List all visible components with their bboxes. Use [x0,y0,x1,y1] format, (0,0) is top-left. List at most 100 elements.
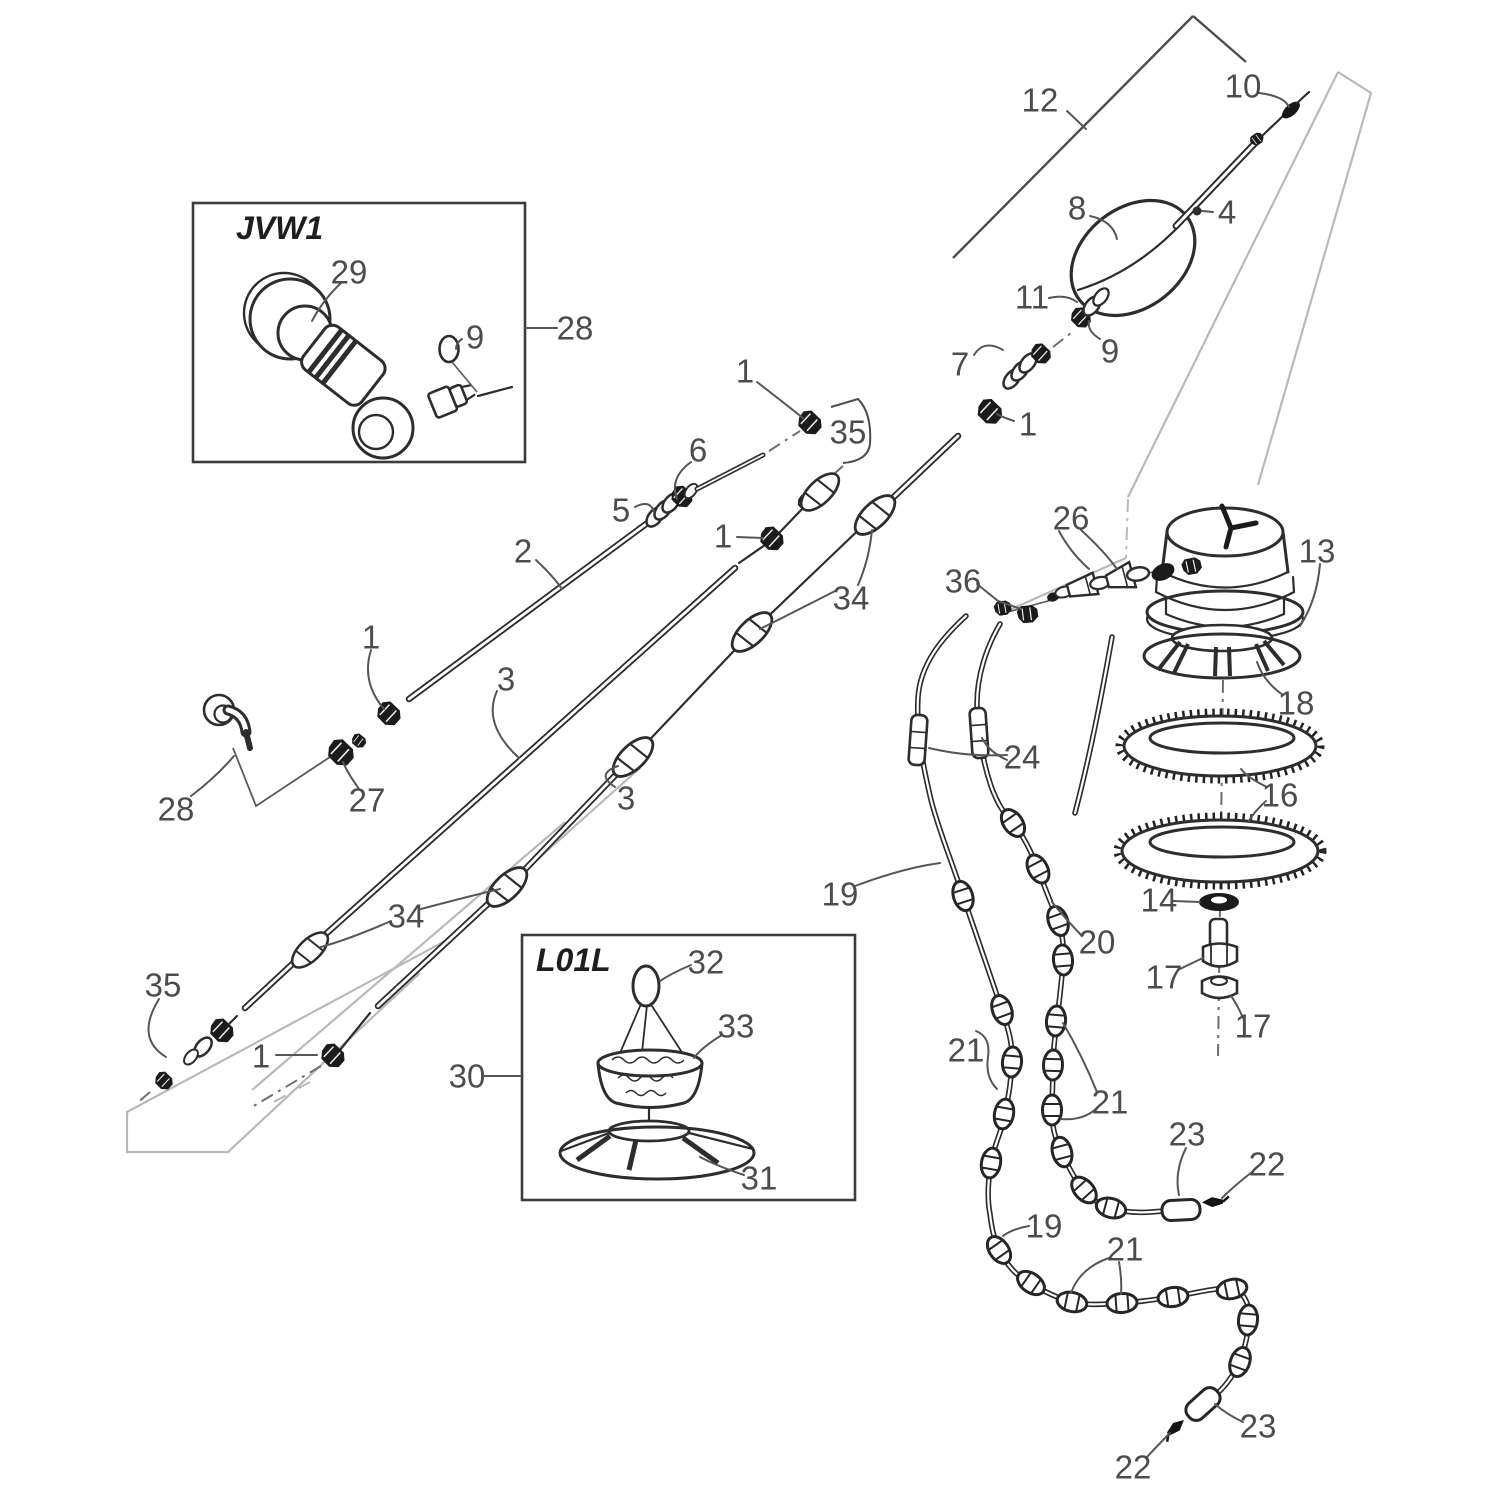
nozzle-body-21 [1021,849,1055,889]
callout-8-2: 8 [1068,190,1086,227]
callout-28-25: 28 [158,791,195,828]
nozzle-body-21 [1104,1290,1140,1316]
skirt-31 [558,1125,756,1181]
barb-tail [476,385,514,398]
nozzle-body-21 [947,877,979,915]
coupler-24 [967,706,991,760]
connector-34 [724,604,780,660]
callout-1-11: 1 [736,353,754,390]
skirt-top [607,1119,691,1143]
pedestal-skirt [1142,632,1302,680]
boom-outline-inner [251,821,566,1091]
callout-12-0: 12 [1022,82,1059,119]
leader-1-left [367,649,385,710]
nozzle-body-21 [986,991,1018,1029]
nozzle-body-21 [1041,1048,1065,1082]
callout-10-1: 10 [1225,68,1262,105]
wand-bottom-dashdot [135,1091,151,1105]
callout-21-42: 21 [1092,1084,1129,1121]
leader-21-right-b [1060,1107,1098,1121]
leader-29 [311,282,342,322]
wand-thin-line2 [778,505,806,534]
nut-1 [972,394,1008,430]
nozzle-body-21 [1041,1093,1063,1127]
coupler-24 [906,713,930,767]
leader-31 [699,1156,745,1176]
callout-1-22: 1 [362,619,380,656]
leader-34-lower-a [320,920,392,948]
inlet-cone-26 [1104,560,1138,589]
wand-dashdot [768,430,801,452]
callout-1-7: 1 [1019,406,1037,443]
o-ring-line [451,361,478,393]
leader-32 [659,964,692,982]
nozzle-body-21 [1047,1133,1077,1171]
callout-31-40: 31 [741,1160,778,1197]
callout-29-8: 29 [331,254,368,291]
leader-13 [1299,563,1321,627]
callout-17-34: 17 [1235,1008,1272,1045]
callout-17-33: 17 [1146,959,1183,996]
gasket-16-teeth [1113,812,1327,890]
strainer-basket-33 [596,1048,704,1078]
inset-jvw1-title: JVW1 [236,210,323,246]
callout-4-3: 4 [1218,194,1236,231]
suction-thin-segments [636,517,872,754]
valve-35-body [793,465,847,519]
leader-23-upper [1176,1147,1187,1196]
hose-link [232,747,331,808]
wand-upper [202,397,872,808]
pump-head [1113,503,1327,1057]
callout-23-47: 23 [1240,1408,1277,1445]
skirt-spokes [575,1133,720,1171]
nut-1 [793,406,827,440]
nozzle-body-21 [999,1044,1025,1080]
leader-23-lower [1214,1403,1244,1423]
callout-leaders [147,92,1321,1458]
suction-dashdot-bottom [251,1065,322,1108]
callout-5-14: 5 [612,492,630,529]
end-cap-23 [1180,1382,1226,1426]
callout-32-37: 32 [688,944,725,981]
nut-17 [1200,975,1239,1000]
washer-14-hole [1211,896,1227,904]
leader-24-b [981,737,1008,761]
callout-18-21: 18 [1278,685,1315,722]
leader-5 [634,502,655,513]
nozzle-body-21 [1235,1302,1261,1338]
nozzle-body-21 [1050,942,1076,978]
leader-18 [1256,661,1284,696]
basket-mesh [611,1056,685,1064]
gasket-16-teeth [1115,708,1325,784]
leader-21-bottom-a [1070,1257,1110,1294]
leader-16-b [1248,800,1267,822]
callout-23-43: 23 [1169,1116,1206,1153]
valve-35-end [151,1068,177,1094]
leader-11 [1048,295,1078,303]
stem-tip-line [1260,113,1286,138]
nut-17-hole [1210,976,1228,986]
callout-19-45: 19 [1026,1208,1063,1245]
elbow-outlet-bore [357,413,395,451]
callout-13-20: 13 [1299,533,1336,570]
elbow-barb [427,383,476,419]
inset-l01l-title: L01L [536,942,611,978]
callout-33-38: 33 [718,1008,755,1045]
leader-3-upper [491,690,520,759]
fitting-10-tip [1295,90,1311,105]
skirt-sides [559,1131,755,1153]
callout-3-26: 3 [617,780,635,817]
leader-21-bottom-b [1118,1261,1123,1295]
banner-35-outline [830,397,872,464]
callout-35-35: 35 [145,967,182,1004]
callout-24-31: 24 [1004,739,1041,776]
callout-36-19: 36 [945,563,982,600]
tank-outline-dashdot [1125,498,1129,559]
head-port-nut [1179,553,1205,579]
nozzle-body-21 [1155,1284,1191,1310]
bracket-12 [952,15,1247,259]
nozzle-body-21 [990,1096,1018,1132]
callout-22-44: 22 [1249,1146,1286,1183]
float-stem-core [1174,138,1260,228]
